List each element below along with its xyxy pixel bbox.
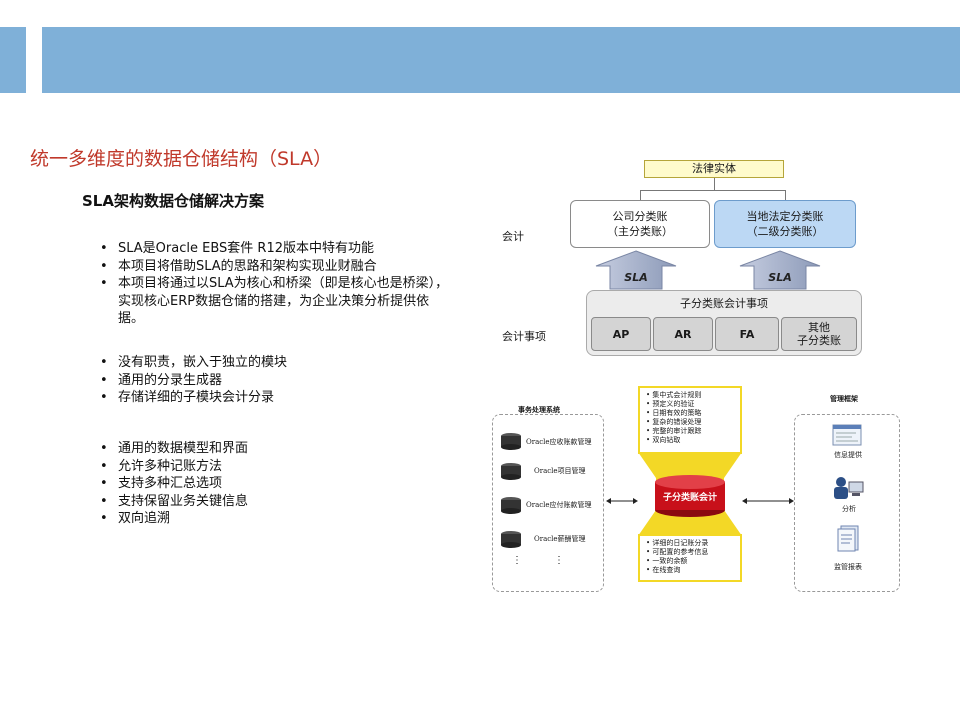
bullet-item: 支持多种汇总选项 (100, 475, 450, 493)
legal-entity-box: 法律实体 (644, 160, 784, 178)
feature-item: 复杂的错误处理 (646, 418, 734, 427)
subledger-accounting-drum (655, 475, 725, 517)
feature-item: 一致的余额 (646, 557, 734, 566)
feature-item: 预定义的验证 (646, 400, 734, 409)
sla-up-arrow: SLA (739, 250, 821, 290)
sla-ledger-diagram: 法律实体 公司分类账 （主分类账） 当地法定分类账 （二级分类账） 会计 SLA… (498, 160, 864, 360)
database-icon (501, 433, 521, 450)
company-ledger-box: 公司分类账 （主分类账） (570, 200, 710, 248)
connector-line (714, 178, 715, 190)
header-accent-block (0, 27, 26, 93)
header-bar (42, 27, 960, 93)
top-features-box: 集中式会计规则 预定义的验证 日期有效的策略 复杂的错误处理 完整的审计跟踪 双… (638, 386, 742, 454)
transaction-systems-panel (492, 414, 604, 592)
local-ledger-box: 当地法定分类账 （二级分类账） (714, 200, 856, 248)
page-title: 统一多维度的数据仓储结构（SLA） (30, 148, 333, 170)
more-dots: ⋮ (512, 555, 522, 566)
mgmt-item-label: 监管报表 (834, 563, 862, 571)
double-arrow-left (606, 498, 638, 504)
feature-item: 可配置的参考信息 (646, 548, 734, 557)
bullet-item: 本项目将借助SLA的思路和架构实现业财融合 (100, 258, 450, 276)
mgmt-item-label: 分析 (842, 505, 856, 513)
database-icon (501, 463, 521, 480)
sla-architecture-diagram: 事务处理系统 Oracle应收账款管理 Oracle项目管理 Oracle应付账… (492, 386, 906, 596)
system-label: Oracle薪酬管理 (534, 535, 586, 543)
mgmt-item-label: 信息提供 (834, 451, 862, 459)
database-icon (501, 531, 521, 548)
feature-item: 完整的审计跟踪 (646, 427, 734, 436)
bullet-item: 通用的数据模型和界面 (100, 440, 450, 458)
sla-arrow-text: SLA (768, 271, 791, 284)
system-label: Oracle项目管理 (534, 467, 586, 475)
module-other: 其他 子分类账 (781, 317, 857, 351)
subledger-events-box: 子分类账会计事项 AP AR FA 其他 子分类账 (586, 290, 862, 356)
bullet-item: 没有职责，嵌入于独立的模块 (100, 354, 450, 372)
management-framework-title: 管理框架 (830, 394, 858, 403)
more-dots: ⋮ (554, 555, 564, 566)
bottom-features-box: 详细的日记账分录 可配置的参考信息 一致的余额 在线查询 (638, 534, 742, 582)
connector-line (640, 190, 641, 200)
page-subtitle: SLA架构数据仓储解决方案 (82, 192, 264, 210)
accounting-label: 会计 (502, 230, 524, 243)
transaction-systems-title: 事务处理系统 (518, 405, 560, 414)
management-framework-panel (794, 414, 900, 592)
system-label: Oracle应付账款管理 (526, 501, 592, 509)
bullet-item: SLA是Oracle EBS套件 R12版本中特有功能 (100, 240, 450, 258)
bullet-item: 允许多种记账方法 (100, 458, 450, 476)
feature-item: 日期有效的策略 (646, 409, 734, 418)
analyst-computer-icon (834, 477, 864, 499)
bullet-item: 本项目将通过以SLA为核心和桥梁（即是核心也是桥梁），实现核心ERP数据仓储的搭… (100, 275, 450, 328)
sla-arrow-text: SLA (624, 271, 647, 284)
company-ledger-label: 公司分类账 (612, 210, 668, 223)
sla-up-arrow: SLA (595, 250, 677, 290)
connector-line (785, 190, 786, 200)
bullet-list-intro: SLA是Oracle EBS套件 R12版本中特有功能 本项目将借助SLA的思路… (100, 240, 450, 328)
system-label: Oracle应收账款管理 (526, 438, 592, 446)
bullet-item: 通用的分录生成器 (100, 372, 450, 390)
bullet-item: 支持保留业务关键信息 (100, 493, 450, 511)
bullet-item: 存储详细的子模块会计分录 (100, 389, 450, 407)
database-icon (501, 497, 521, 514)
feature-item: 集中式会计规则 (646, 391, 734, 400)
regulatory-report-icon (837, 525, 859, 552)
report-screen-icon (832, 424, 862, 446)
bullet-list-capabilities: 通用的数据模型和界面 允许多种记账方法 支持多种汇总选项 支持保留业务关键信息 … (100, 440, 450, 528)
bullet-list-features: 没有职责，嵌入于独立的模块 通用的分录生成器 存储详细的子模块会计分录 (100, 354, 450, 407)
local-ledger-sub: （二级分类账） (746, 225, 824, 238)
module-fa: FA (715, 317, 779, 351)
feature-item: 在线查询 (646, 566, 734, 575)
module-ap: AP (591, 317, 651, 351)
events-label: 会计事项 (502, 330, 546, 343)
subledger-events-title: 子分类账会计事项 (680, 297, 768, 310)
bullet-item: 双向追溯 (100, 510, 450, 528)
local-ledger-label: 当地法定分类账 (746, 210, 824, 223)
company-ledger-sub: （主分类账） (607, 225, 673, 238)
connector-line (640, 190, 786, 191)
feature-item: 双向钻取 (646, 436, 734, 445)
double-arrow-right (742, 498, 794, 504)
feature-item: 详细的日记账分录 (646, 539, 734, 548)
drum-label: 子分类账会计 (662, 493, 717, 503)
module-ar: AR (653, 317, 713, 351)
